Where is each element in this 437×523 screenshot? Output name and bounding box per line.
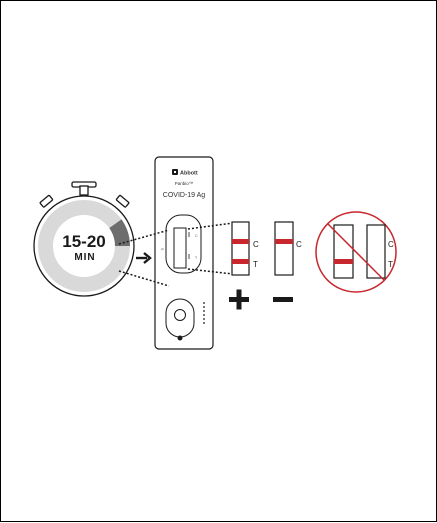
device-window-t-label: T (195, 256, 198, 260)
arrow-right-icon (136, 252, 152, 264)
device-side-label: S (160, 248, 164, 251)
invalid-t-label: T (388, 260, 393, 269)
invalid-c-label: C (388, 240, 394, 249)
timer-value: 15-20 (62, 232, 105, 251)
positive-c-label: C (253, 240, 259, 249)
device-product-name: COVID-19 Ag (163, 192, 206, 199)
result-invalid: C T (315, 211, 397, 293)
control-line (232, 239, 249, 244)
result-positive: C T (229, 221, 259, 310)
minus-icon (273, 297, 293, 302)
callout-lines (118, 222, 234, 287)
test-line (232, 259, 249, 264)
negative-c-label: C (296, 240, 302, 249)
control-line (275, 239, 293, 244)
device-product-line: Panbio™ (175, 181, 194, 186)
abbott-logo-icon (172, 169, 178, 175)
prohibited-slash-icon (327, 223, 385, 281)
test-device: Abbott Panbio™ COVID-19 Ag C T S (154, 156, 214, 350)
device-brand: Abbott (180, 171, 198, 177)
test-line (334, 259, 353, 264)
device-window-c-label: C (195, 234, 198, 238)
positive-t-label: T (253, 260, 258, 269)
result-negative: C (273, 221, 302, 302)
timer-icon: 15-20 MIN (33, 181, 135, 297)
device-well-dots (203, 302, 205, 324)
plus-icon (229, 289, 249, 310)
timer-unit: MIN (74, 252, 95, 263)
